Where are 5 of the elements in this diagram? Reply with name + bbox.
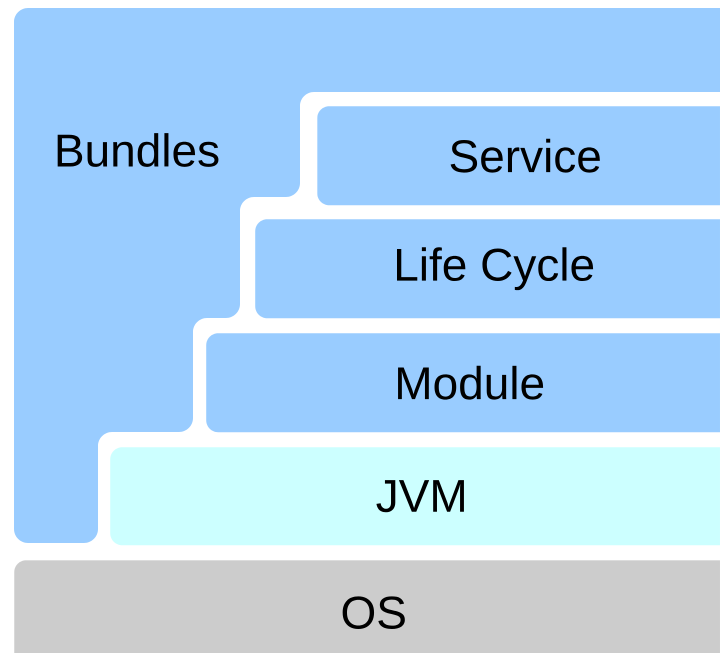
layer-box: Service [317, 106, 720, 206]
layer-box: JVM [110, 447, 720, 546]
layer-box: Module [206, 333, 720, 432]
layer-box: OS [14, 560, 720, 653]
layer-box: Life Cycle [255, 219, 720, 318]
